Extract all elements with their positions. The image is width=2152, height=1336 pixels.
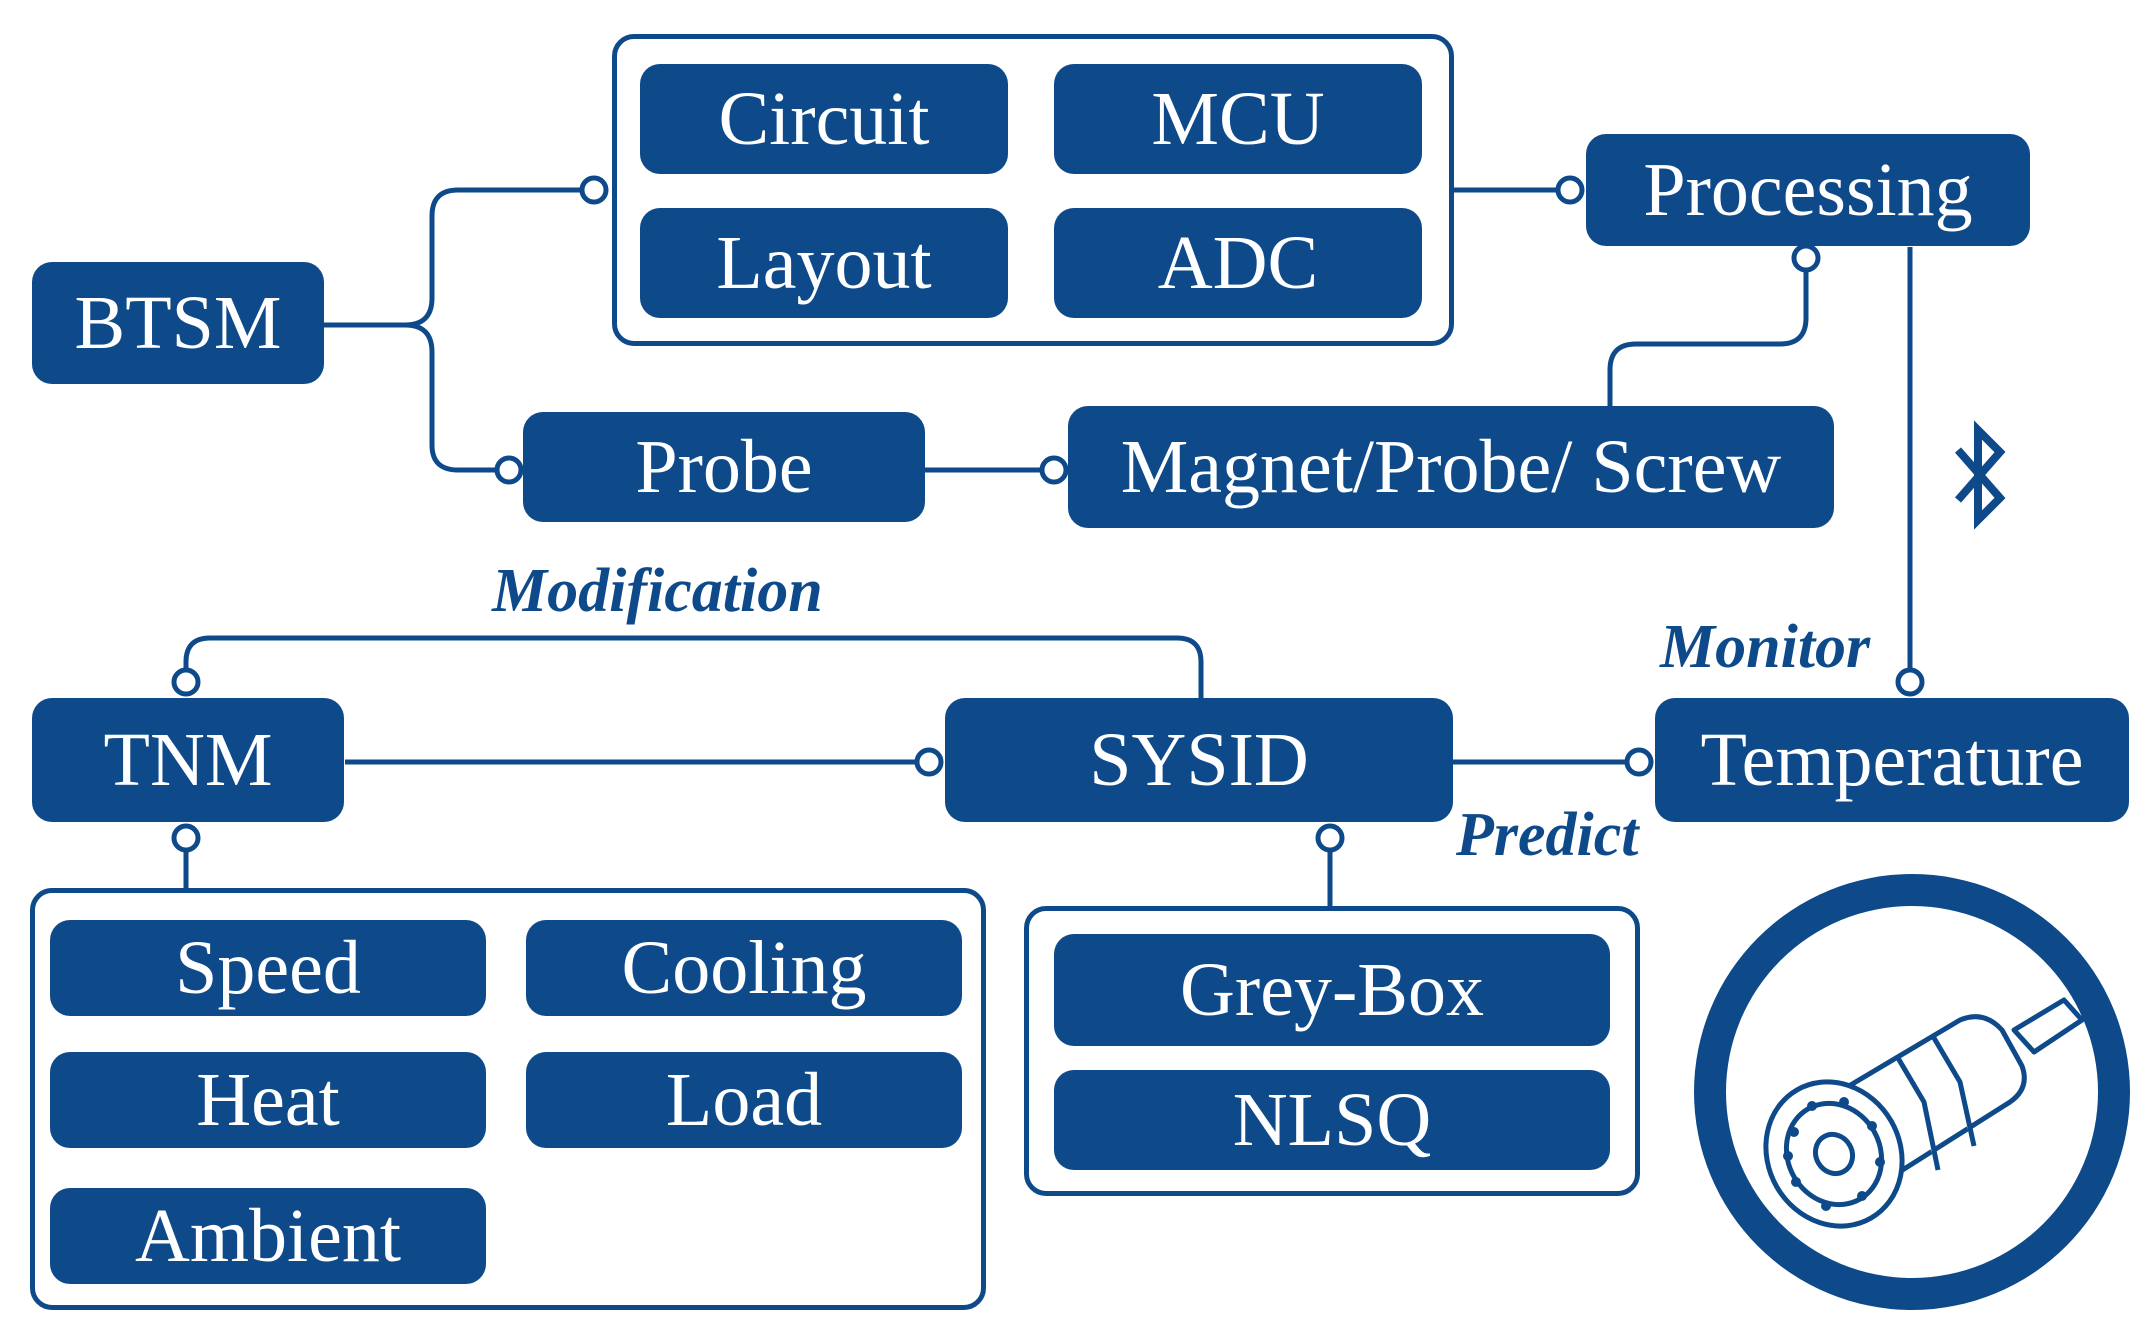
sysid-node: SYSID [945,698,1453,822]
port-tnm-bottom [171,823,201,853]
layout-node: Layout [640,208,1008,318]
load-node: Load [526,1052,962,1148]
port-tnm-top [171,667,201,697]
port-sysid-left [914,747,944,777]
grey-box-node: Grey-Box [1054,934,1610,1046]
probe-node: Probe [523,412,925,522]
btsm-node: BTSM [32,262,324,384]
port-magnet [1039,455,1069,485]
speed-node: Speed [50,920,486,1016]
heat-node: Heat [50,1052,486,1148]
tnm-node: TNM [32,698,344,822]
temperature-node: Temperature [1655,698,2129,822]
bluetooth-icon [1954,420,2006,530]
spindle-icon [1694,874,2130,1310]
port-hardware-group [579,175,609,205]
mcu-node: MCU [1054,64,1422,174]
port-sysid-bottom [1315,823,1345,853]
port-processing-left [1555,175,1585,205]
magnet-probe-screw-node: Magnet/Probe/ Screw [1068,406,1834,528]
processing-node: Processing [1586,134,2030,246]
modification-label: Modification [492,557,823,625]
adc-node: ADC [1054,208,1422,318]
circuit-node: Circuit [640,64,1008,174]
port-processing-bottom [1791,243,1821,273]
port-temperature-left [1624,747,1654,777]
port-temperature-top [1895,667,1925,697]
nlsq-node: NLSQ [1054,1070,1610,1170]
monitor-label: Monitor [1660,613,1871,681]
cooling-node: Cooling [526,920,962,1016]
port-probe [494,455,524,485]
predict-label: Predict [1456,801,1639,869]
ambient-node: Ambient [50,1188,486,1284]
